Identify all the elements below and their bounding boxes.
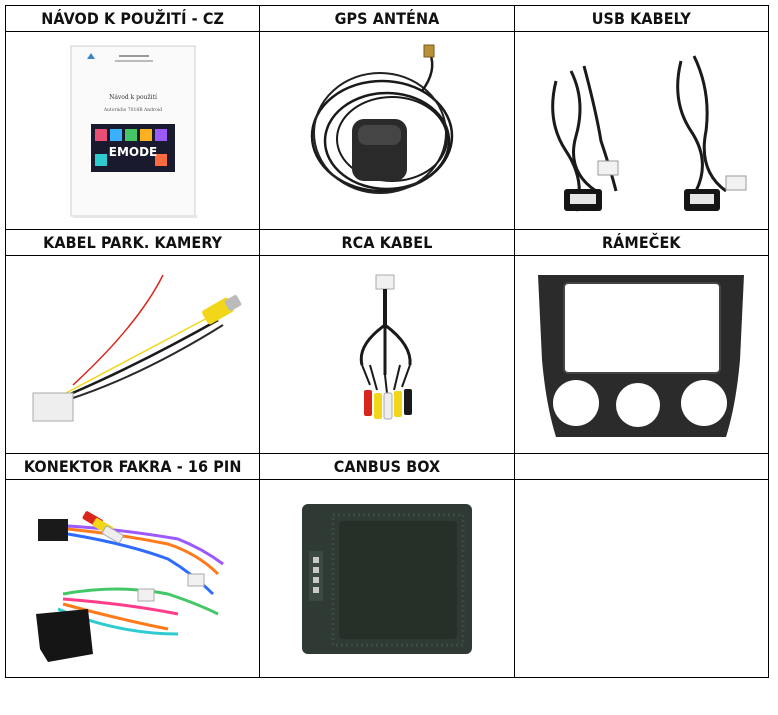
- cell-label: KONEKTOR FAKRA - 16 PIN: [4, 453, 261, 480]
- header-row: KABEL PARK. KAMERY RCA KABEL RÁMEČEK: [4, 229, 770, 256]
- cell-label: [513, 453, 770, 480]
- image-row: [4, 255, 770, 454]
- header-row: KONEKTOR FAKRA - 16 PIN CANBUS BOX: [4, 453, 770, 480]
- manual-booklet-image: Návod k použití Autorádio 7018B Android …: [70, 45, 197, 218]
- cell-label: CANBUS BOX: [259, 453, 515, 480]
- header-row: NÁVOD K POUŽITÍ - CZ GPS ANTÉNA USB KABE…: [4, 5, 770, 32]
- cell-label: RCA KABEL: [259, 229, 515, 256]
- fakra-harness-cell: [4, 479, 261, 678]
- camera-cable-cell: [4, 255, 261, 454]
- accessories-table: NÁVOD K POUŽITÍ - CZ GPS ANTÉNA USB KABE…: [4, 5, 770, 678]
- usb-cables-cell: [513, 31, 770, 230]
- gps-antenna-image: [310, 44, 454, 194]
- rca-cable-image: [359, 274, 412, 419]
- fakra-harness-image: [35, 510, 224, 662]
- manual-subtitle: Autorádio 7018B Android: [102, 106, 161, 113]
- empty-cell: [513, 479, 770, 678]
- cell-label: RÁMEČEK: [513, 229, 770, 256]
- cell-label: KABEL PARK. KAMERY: [4, 229, 261, 256]
- gps-antenna-cell: [259, 31, 515, 230]
- rca-cable-cell: [259, 255, 515, 454]
- dash-frame-image: [538, 274, 745, 437]
- cell-label: NÁVOD K POUŽITÍ - CZ: [4, 5, 261, 32]
- manual-title: Návod k použití: [109, 94, 157, 101]
- cell-label: GPS ANTÉNA: [259, 5, 515, 32]
- cell-label: USB KABELY: [513, 5, 770, 32]
- image-row: [4, 479, 770, 678]
- canbus-box-cell: [259, 479, 515, 678]
- camera-cable-image: [32, 274, 241, 421]
- image-row: Návod k použití Autorádio 7018B Android …: [4, 31, 770, 230]
- canbus-box-image: [301, 503, 472, 654]
- dash-frame-cell: [513, 255, 770, 454]
- manual-booklet-cell: Návod k použití Autorádio 7018B Android …: [4, 31, 261, 230]
- usb-cables-image: [551, 54, 747, 211]
- emode-logo: EMODE: [108, 145, 157, 159]
